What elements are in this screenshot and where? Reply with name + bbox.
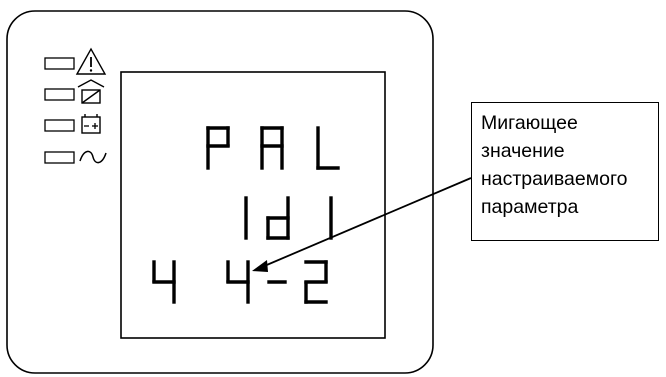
device-frame bbox=[6, 10, 434, 374]
callout-line-2: значение bbox=[481, 140, 565, 162]
digit-P bbox=[206, 126, 230, 170]
callout-line-3: настраиваемого bbox=[481, 168, 628, 190]
callout-line-1: Мигающее bbox=[481, 112, 578, 134]
digit-2 bbox=[304, 260, 328, 304]
callout-arrow bbox=[252, 177, 472, 272]
indicator-panel bbox=[44, 47, 107, 164]
lcd-screen bbox=[120, 71, 386, 339]
lcd-readout bbox=[152, 126, 340, 304]
bypass-icon bbox=[77, 79, 105, 104]
bypass-led bbox=[44, 88, 75, 101]
digit-4-second bbox=[226, 260, 250, 304]
warning-triangle-icon bbox=[75, 47, 107, 75]
ac-sine-icon bbox=[79, 150, 107, 164]
battery-icon bbox=[81, 114, 101, 134]
digit-L bbox=[316, 126, 340, 170]
battery-led bbox=[44, 119, 75, 132]
digit-4-first bbox=[152, 260, 176, 304]
ac-led bbox=[44, 151, 75, 164]
callout-box: Мигающее значение настраиваемого парамет… bbox=[471, 102, 659, 241]
digit-A bbox=[260, 126, 284, 170]
digit-d bbox=[266, 196, 290, 240]
warning-led bbox=[44, 57, 75, 70]
callout-line-4: параметра bbox=[481, 196, 579, 218]
